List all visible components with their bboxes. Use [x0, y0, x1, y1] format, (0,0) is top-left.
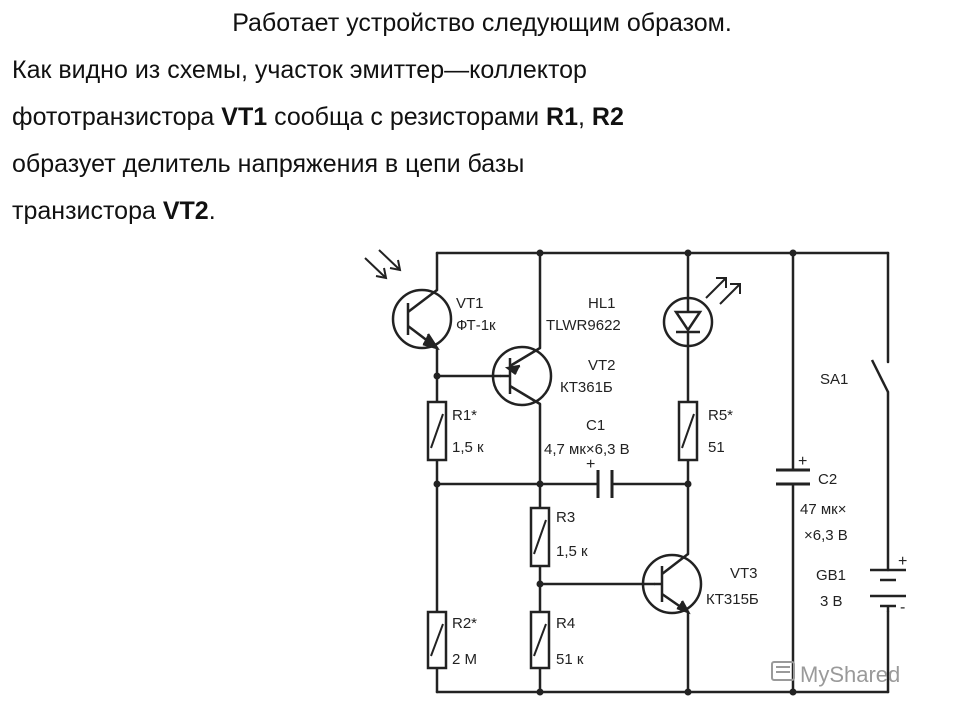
vt1-type: ФТ-1к — [456, 317, 496, 334]
battery-gb1-symbol — [870, 568, 906, 612]
hl1-type: TLWR9622 — [546, 317, 621, 334]
r4-value: 51 к — [556, 651, 584, 668]
c1-plus-sign: + — [586, 456, 595, 473]
paragraph-line-3: фототранзистора VT1 сообща с резисторами… — [12, 94, 952, 141]
led-hl1-symbol — [662, 296, 714, 348]
vt2-name: VT2 — [588, 357, 616, 374]
text-fragment: . — [208, 197, 216, 225]
paragraph-line-5: транзистора VT2. — [12, 188, 952, 235]
r3-value: 1,5 к — [556, 543, 588, 560]
text-fragment: транзистора — [12, 197, 163, 225]
capacitor-c2-symbol — [776, 468, 810, 486]
capacitor-c1-symbol — [596, 470, 614, 498]
vt3-type: КТ315Б — [706, 591, 759, 608]
gb1-name: GB1 — [816, 567, 846, 584]
text-fragment: , — [577, 103, 592, 131]
c1-name: C1 — [586, 417, 605, 434]
r1-name: R1* — [452, 407, 477, 424]
c2-value-2: ×6,3 В — [804, 527, 848, 544]
ref-vt1: VT1 — [221, 103, 268, 131]
vt3-name: VT3 — [730, 565, 758, 582]
description-paragraph: Работает устройство следующим образом. К… — [12, 0, 952, 235]
text-fragment: сообща с резисторами — [267, 103, 547, 131]
ref-r1: R1 — [546, 103, 578, 131]
transistor-vt3-symbol — [641, 553, 703, 615]
r1-value: 1,5 к — [452, 439, 484, 456]
watermark-logo-icon — [771, 661, 795, 681]
paragraph-title: Работает устройство следующим образом. — [232, 9, 732, 37]
r3-name: R3 — [556, 509, 575, 526]
paragraph-line-2: Как видно из схемы, участок эмиттер—колл… — [12, 56, 587, 84]
r5-name: R5* — [708, 407, 733, 424]
gb1-minus-sign: - — [900, 599, 905, 616]
r4-name: R4 — [556, 615, 575, 632]
watermark-text: MyShared — [800, 662, 900, 687]
r2-value: 2 М — [452, 651, 477, 668]
phototransistor-vt1-symbol — [391, 288, 453, 351]
c2-plus-sign: + — [798, 453, 807, 470]
switch-sa1-symbol — [870, 359, 890, 393]
resistor-hatching — [430, 413, 695, 657]
junction-dots — [433, 249, 797, 696]
sa1-name: SA1 — [820, 371, 848, 388]
r2-name: R2* — [452, 615, 477, 632]
vt1-name: VT1 — [456, 295, 484, 312]
transistor-vt2-symbol — [491, 345, 553, 407]
paragraph-line-4: образует делитель напряжения в цепи базы — [12, 150, 525, 178]
r5-value: 51 — [708, 439, 725, 456]
c2-value-1: 47 мк× — [800, 501, 847, 518]
c2-name: C2 — [818, 471, 837, 488]
text-fragment: фототранзистора — [12, 103, 222, 131]
light-arrows-vt1-icon — [364, 249, 402, 280]
gb1-value: 3 В — [820, 593, 843, 610]
ref-r2: R2 — [591, 103, 624, 131]
vt2-type: КТ361Б — [560, 379, 613, 396]
gb1-plus-sign: + — [898, 553, 907, 570]
hl1-name: HL1 — [588, 295, 616, 312]
light-arrows-hl1-icon — [705, 277, 741, 305]
ref-vt2: VT2 — [162, 197, 209, 225]
wires — [435, 251, 890, 694]
c1-value: 4,7 мк×6,3 В — [544, 441, 630, 458]
